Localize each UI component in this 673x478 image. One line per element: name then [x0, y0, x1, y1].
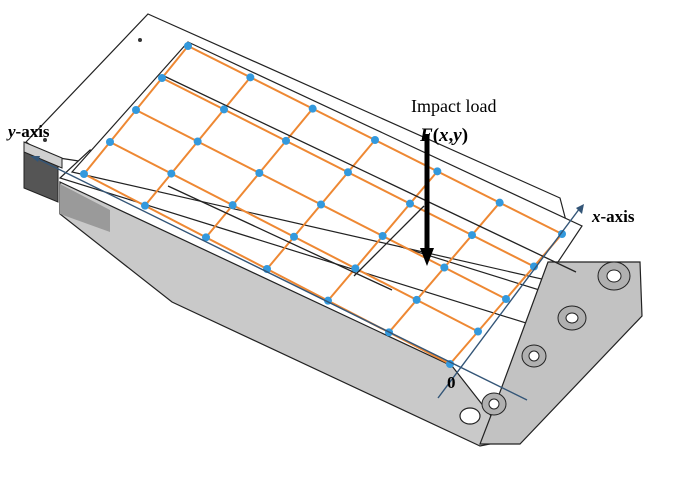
- grid-node: [351, 264, 360, 273]
- grid-node: [474, 327, 482, 336]
- reference-line: [163, 75, 577, 273]
- grid-node: [132, 106, 140, 114]
- grid-node: [193, 137, 202, 146]
- grid-node: [141, 201, 149, 210]
- grid-node: [406, 199, 414, 208]
- grid-node: [371, 136, 379, 144]
- side-panel-shade: [60, 184, 110, 232]
- bolt-hole: [138, 38, 142, 42]
- grid-node: [167, 169, 176, 178]
- grid-node: [220, 105, 228, 114]
- grid-node: [290, 232, 298, 241]
- reference-line: [167, 185, 393, 291]
- roller: [557, 305, 587, 331]
- grid-node: [317, 200, 325, 209]
- mount-hole: [459, 407, 481, 425]
- impact-load-function: F(x,y): [419, 125, 468, 146]
- grid-node: [80, 170, 88, 178]
- roller: [521, 344, 547, 368]
- right-end-panel: [479, 261, 643, 445]
- axes: [30, 156, 584, 401]
- grid-node: [106, 138, 114, 146]
- grid-node: [412, 295, 421, 304]
- grid-node: [344, 168, 352, 177]
- grid-node: [433, 167, 442, 176]
- grid-node: [202, 233, 210, 242]
- grid-node: [468, 231, 476, 240]
- grid-node: [228, 201, 237, 210]
- conveyor-frame: [23, 13, 643, 447]
- y-axis-line: [35, 157, 528, 401]
- impact-load-arrow: [420, 134, 434, 266]
- reference-lines: [163, 75, 577, 291]
- y-axis-arrowhead: [30, 156, 40, 162]
- grid-node: [440, 263, 449, 272]
- x-axis-label: x-axis: [591, 207, 635, 226]
- grid-node: [246, 73, 255, 82]
- grid-node: [558, 230, 566, 238]
- roller: [597, 261, 631, 291]
- impact-load-title: Impact load: [411, 96, 496, 116]
- grid-node: [282, 136, 290, 145]
- reference-line: [353, 205, 425, 277]
- grid-node: [308, 104, 317, 113]
- x-axis-arrowhead: [576, 204, 584, 214]
- grid-node: [446, 360, 454, 368]
- roller: [481, 392, 507, 416]
- grid-node: [530, 262, 538, 271]
- end-block-top: [23, 141, 63, 169]
- grid-node: [378, 232, 387, 240]
- grid-node: [184, 42, 192, 50]
- origin-label: 0: [447, 373, 456, 392]
- grid-nodes: [80, 42, 566, 368]
- bolt-hole: [43, 138, 47, 142]
- grid-node: [158, 74, 166, 82]
- x-axis-line: [437, 207, 581, 399]
- grid-node: [502, 295, 510, 303]
- grid-node: [495, 198, 504, 207]
- y-axis-label: y-axis: [6, 122, 50, 141]
- grid-node: [255, 169, 264, 177]
